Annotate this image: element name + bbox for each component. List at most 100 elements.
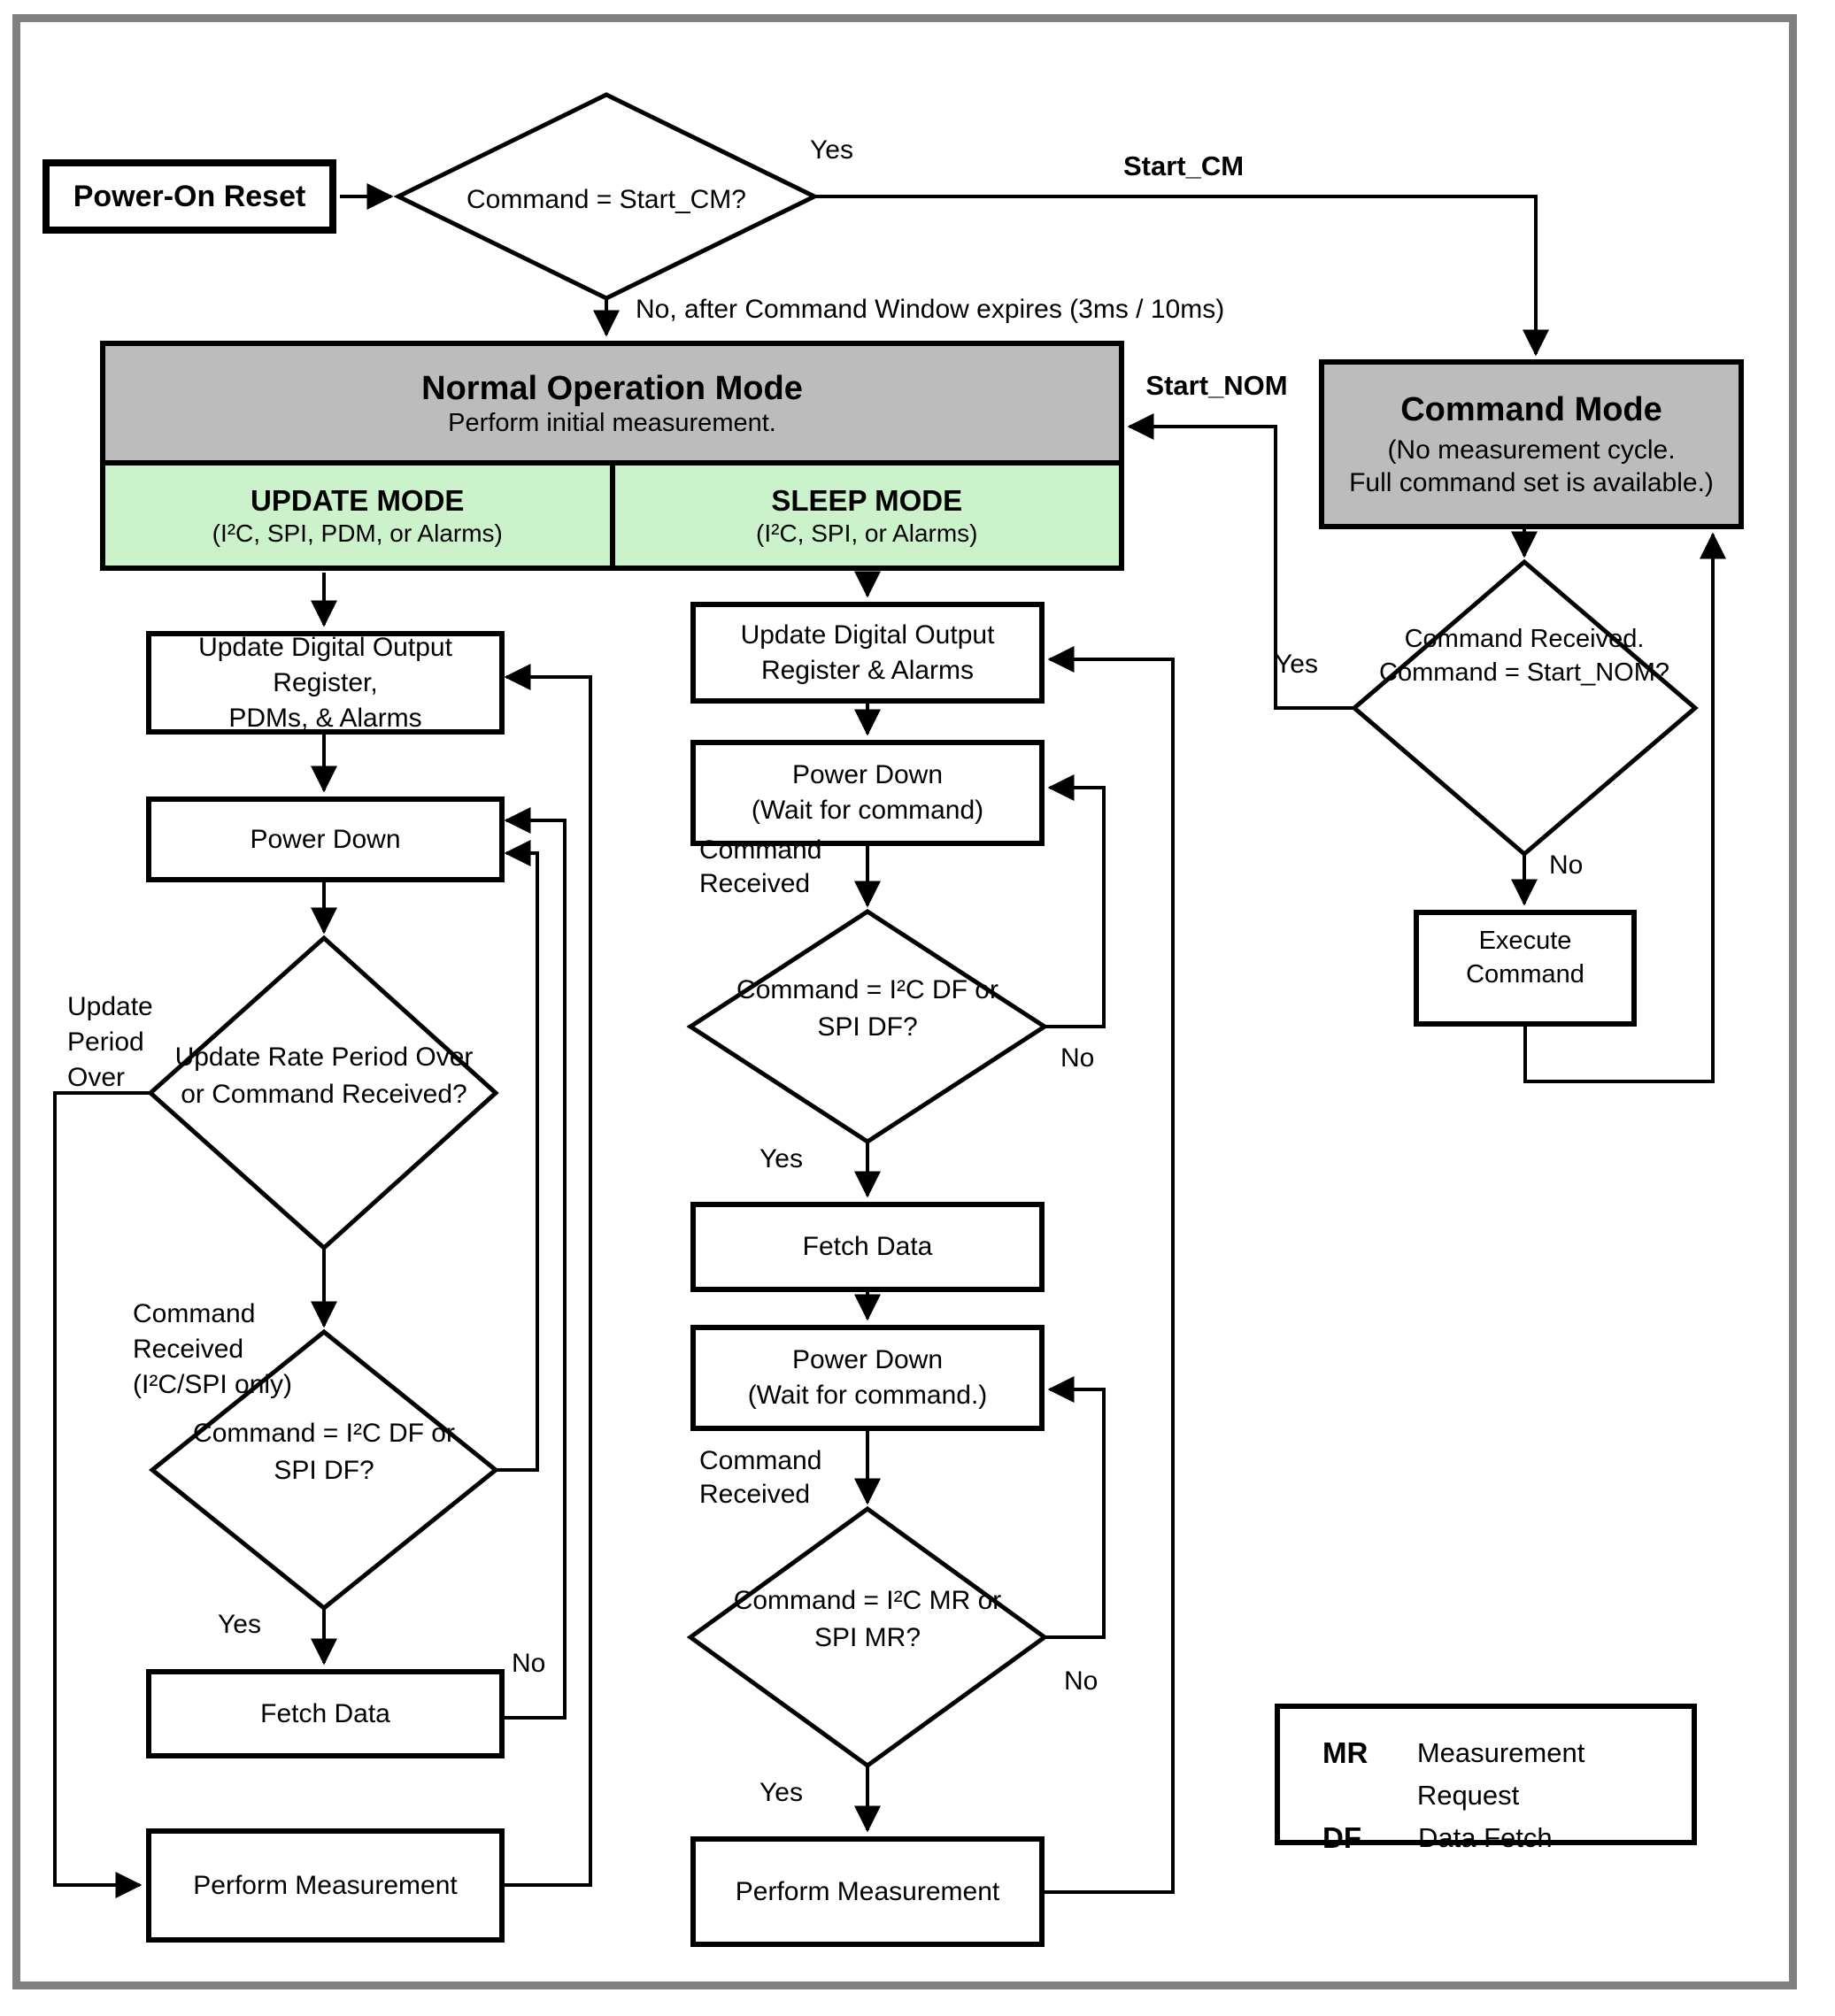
- command-received-left-line1: Command: [133, 1299, 256, 1328]
- decision-update-rate-label: Update Rate Period Over or Command Recei…: [173, 1039, 474, 1113]
- execute-command-line2: Command: [1466, 960, 1584, 989]
- no-label-mid2: No: [1064, 1666, 1099, 1696]
- sleep-mode-subtitle: (I²C, SPI, or Alarms): [756, 519, 978, 547]
- update-digital-output-register-alarms-box: Update Digital Output Register & Alarms: [690, 602, 1045, 704]
- power-down-wait1-line1: Power Down: [791, 760, 944, 789]
- edge-decision2-no-loop: [496, 840, 539, 1472]
- decision-mr-mid-label: Command = I²C MR or SPI MR?: [717, 1582, 1018, 1657]
- start-nom-label: Start_NOM: [1145, 370, 1288, 401]
- command-received-mid2-line2: Received: [699, 1480, 811, 1509]
- decision-start-nom-line4: Start_NOM?: [1526, 658, 1669, 687]
- decision-mr-mid-shape: [686, 1505, 1049, 1769]
- legend-mr-definition: Measurement Request: [1416, 1737, 1585, 1811]
- legend-box: MR Measurement Request DF Data Fetch: [1275, 1704, 1697, 1854]
- normal-operation-mode-title: Normal Operation Mode: [421, 369, 803, 407]
- no-label-command-mode: No: [1549, 850, 1584, 880]
- decision-mr-mid-line1: Command =: [733, 1586, 879, 1615]
- decision-mr-mid-line3: SPI MR?: [813, 1623, 921, 1652]
- command-mode-box: Command Mode (No measurement cycle. Full…: [1319, 359, 1744, 529]
- decision-df-mid-shape: [686, 909, 1049, 1144]
- edge-fetch-loop-to-powerdown: [504, 807, 567, 1720]
- decision-mr-mid-line2: I²C MR or: [886, 1586, 1002, 1615]
- power-down-wait2-box: Power Down (Wait for command.): [690, 1325, 1045, 1431]
- command-received-left-label: Command Received (I²C/SPI only): [133, 1297, 381, 1403]
- update-period-over-line1: Update: [67, 992, 153, 1021]
- power-down-wait2-line2: (Wait for command.): [747, 1381, 988, 1410]
- sleep-mode-title: SLEEP MODE: [771, 483, 963, 517]
- fetch-data-mid-box: Fetch Data: [690, 1202, 1045, 1292]
- power-down-left-box: Power Down: [146, 796, 505, 882]
- decision-update-rate-line1: Update Rate Period: [174, 1043, 409, 1072]
- no-label-left: No: [512, 1649, 546, 1678]
- decision-df-mid-line2: I²C DF or: [889, 975, 998, 1004]
- decision-start-cm-shape: [393, 92, 820, 301]
- no-label-mid1: No: [1060, 1043, 1095, 1073]
- command-mode-subtitle-1: (No measurement cycle.: [1387, 435, 1676, 465]
- command-received-mid1-line1: Command: [699, 835, 822, 865]
- decision-df-mid-line1: Command =: [736, 975, 883, 1004]
- command-received-mid2-label: Command Received: [699, 1444, 894, 1512]
- power-down-wait2-line1: Power Down: [791, 1345, 944, 1374]
- decision-update-rate-shape: [147, 935, 499, 1251]
- decision-df-left-line3: SPI DF?: [274, 1456, 374, 1485]
- update-mid-line1: Update Digital Output: [740, 619, 995, 650]
- decision-start-nom-label: Command Received. Command = Start_NOM?: [1374, 622, 1675, 689]
- decision-df-left-shape: [149, 1328, 499, 1612]
- legend-mr-term: MR: [1322, 1736, 1369, 1769]
- command-received-mid2-line1: Command: [699, 1446, 822, 1475]
- edge-perform-loop-to-updatebox: [504, 664, 592, 1887]
- edge-decision-df-no-loop: [1045, 774, 1106, 1028]
- decision-df-mid-label: Command = I²C DF or SPI DF?: [717, 972, 1018, 1046]
- decision-start-nom-line3: Command =: [1379, 658, 1520, 687]
- legend-df-term: DF: [1322, 1821, 1361, 1854]
- decision-df-mid-line3: SPI DF?: [817, 1012, 918, 1042]
- legend-row-df: DF Data Fetch: [1322, 1817, 1553, 1859]
- edge-execute-loop-to-command-mode: [1523, 532, 1726, 1083]
- power-on-reset-box: Power-On Reset: [42, 159, 336, 234]
- command-mode-subtitle-2: Full command set is available.): [1349, 468, 1714, 497]
- yes-label-top: Yes: [810, 135, 853, 165]
- legend-row-mr: MR Measurement Request: [1322, 1732, 1692, 1817]
- execute-command-line1: Execute: [1478, 927, 1572, 955]
- sleep-mode-cell: SLEEP MODE (I²C, SPI, or Alarms): [609, 466, 1119, 566]
- update-period-over-label: Update Period Over: [67, 989, 262, 1096]
- normal-operation-mode-subtitle: Perform initial measurement.: [448, 408, 776, 437]
- update-mid-line2: Register & Alarms: [760, 655, 975, 685]
- yes-label-left: Yes: [218, 1610, 261, 1639]
- decision-start-nom-shape: [1351, 558, 1699, 858]
- command-received-left-line2: Received: [133, 1335, 244, 1364]
- update-left-line2: PDMs, & Alarms: [228, 703, 422, 733]
- command-received-left-line3: (I²C/SPI only): [133, 1370, 293, 1399]
- decision-start-nom-line2: Received.: [1530, 625, 1645, 653]
- edge-startcm-yes-to-command-mode: [814, 195, 1549, 357]
- normal-operation-mode-box: Normal Operation Mode Perform initial me…: [100, 341, 1124, 571]
- start-cm-label: Start_CM: [1122, 150, 1245, 181]
- yes-label-mid1: Yes: [759, 1144, 803, 1173]
- update-left-line1: Update Digital Output Register,: [198, 632, 452, 697]
- decision-update-rate-line3: Received?: [341, 1080, 467, 1109]
- decision-start-cm-label: Command = Start_CM?: [466, 185, 746, 214]
- decision-df-left-line2: I²C DF or: [345, 1419, 455, 1448]
- update-mode-subtitle: (I²C, SPI, PDM, or Alarms): [212, 519, 503, 547]
- decision-update-rate-line2: Over or Command: [181, 1043, 474, 1109]
- no-after-label: No, after Command Window expires (3ms / …: [636, 295, 1225, 324]
- command-received-mid1-label: Command Received: [699, 834, 894, 901]
- update-mode-cell: UPDATE MODE (I²C, SPI, PDM, or Alarms): [105, 466, 610, 566]
- command-received-mid1-line2: Received: [699, 869, 811, 898]
- command-mode-title: Command Mode: [1400, 391, 1662, 428]
- edge-update-period-over-to-perform: [53, 1091, 150, 1898]
- update-digital-output-register-pdms-box: Update Digital Output Register, PDMs, & …: [146, 631, 505, 735]
- decision-df-left-line1: Command =: [193, 1419, 339, 1448]
- edge-decision-mr-no-loop: [1045, 1376, 1106, 1639]
- update-period-over-line2: Period: [67, 1027, 144, 1057]
- edge-perform-m-loop-to-updatebox-m: [1045, 646, 1175, 1894]
- outer-border: [12, 14, 1797, 1989]
- decision-df-left-label: Command = I²C DF or SPI DF?: [173, 1415, 474, 1489]
- update-period-over-line3: Over: [67, 1063, 126, 1092]
- yes-label-command-mode: Yes: [1275, 650, 1318, 679]
- legend-df-definition: Data Fetch: [1418, 1822, 1553, 1853]
- perform-measurement-mid-box: Perform Measurement: [690, 1836, 1045, 1947]
- update-mode-title: UPDATE MODE: [251, 483, 465, 517]
